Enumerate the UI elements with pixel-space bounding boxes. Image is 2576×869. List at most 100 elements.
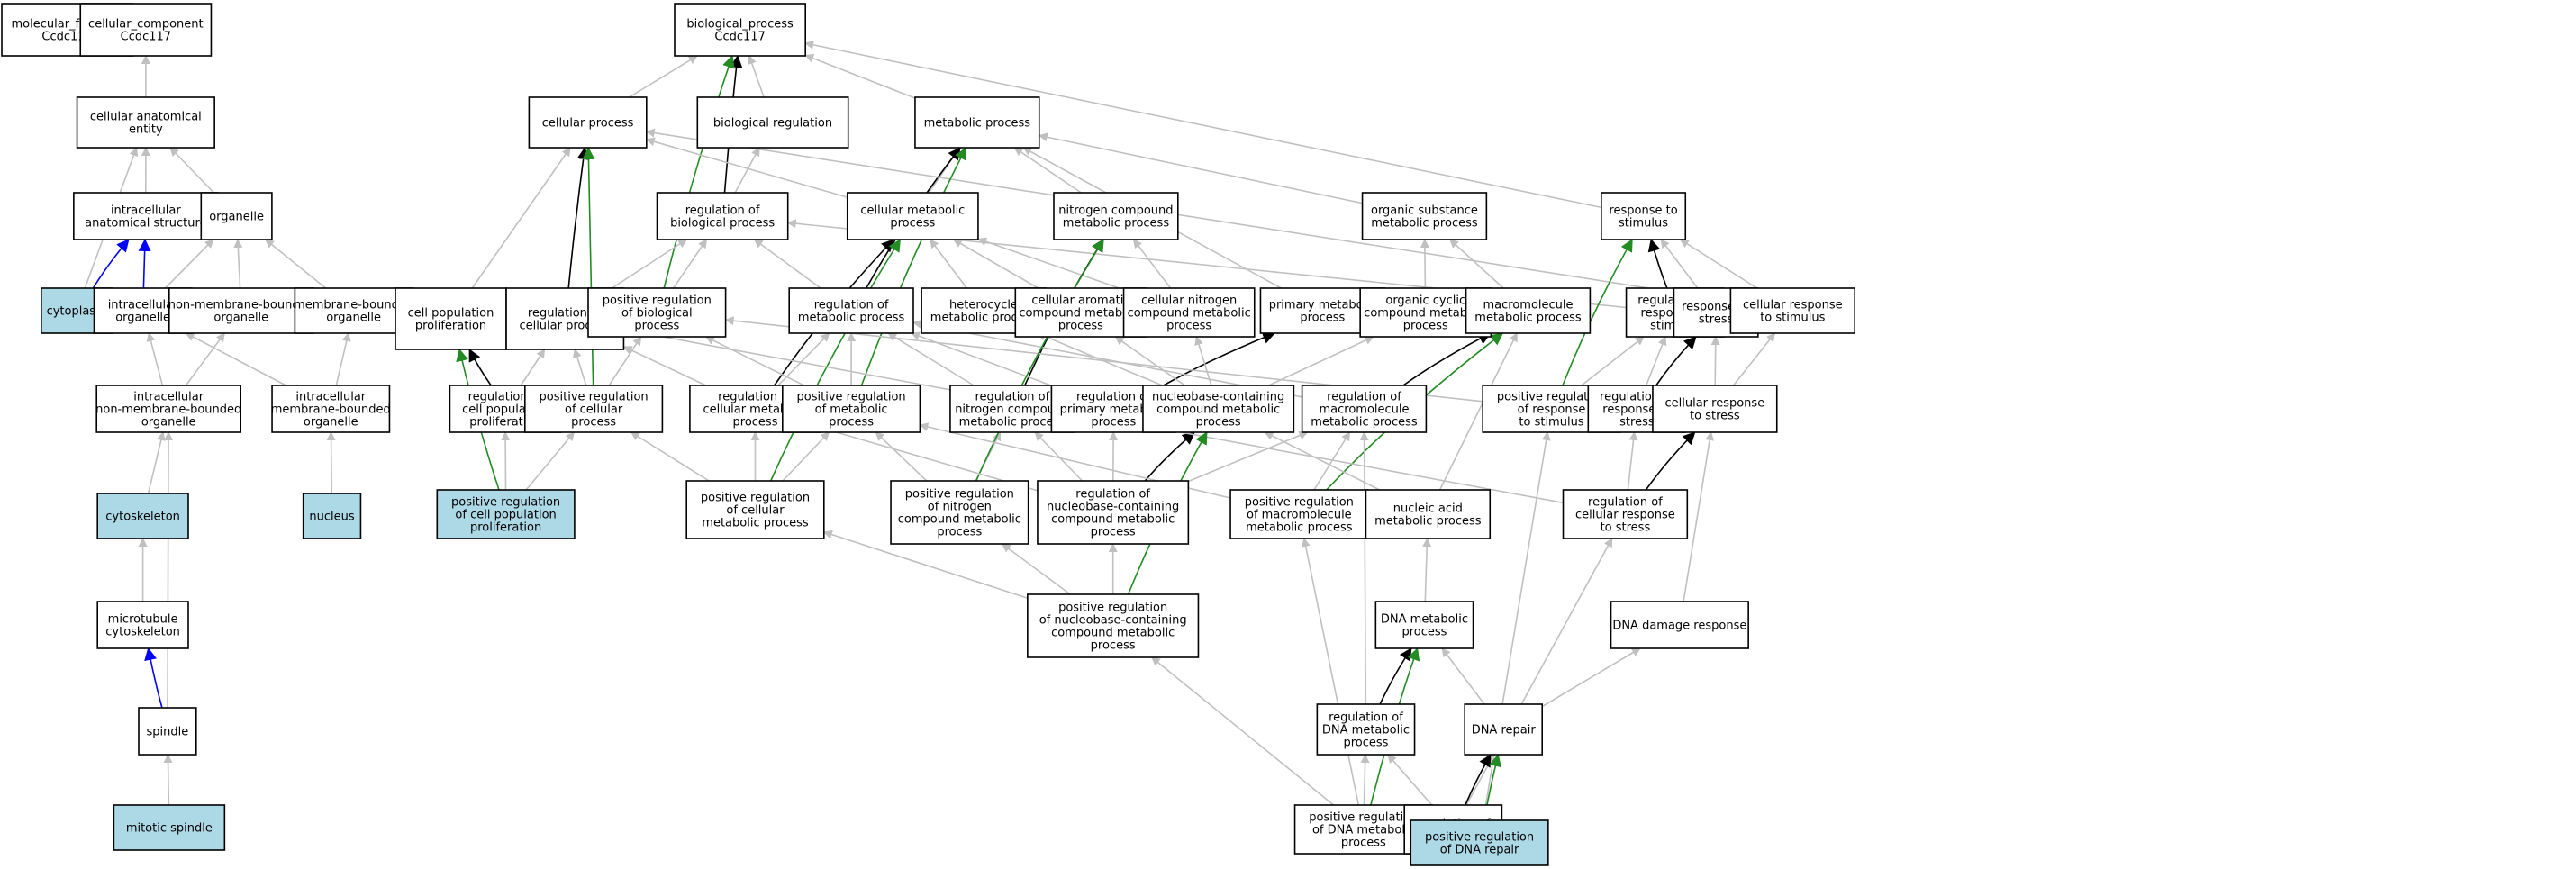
node-br: biological regulation (696, 96, 849, 149)
edge-part-of (144, 647, 163, 709)
node-box (1122, 287, 1256, 338)
node-label: positive regulation (540, 391, 649, 404)
edge-is-a (622, 346, 706, 386)
node-label: process (571, 416, 616, 430)
edge-is-a (1627, 431, 1638, 491)
edge-is-a (782, 431, 830, 482)
edge-is-a (1301, 538, 1360, 806)
node-box (1053, 192, 1179, 240)
edge-is-a (1359, 431, 1369, 705)
edge-is-a (645, 128, 1731, 302)
node-label: metabolic process (924, 117, 1031, 131)
edge-is-a (611, 239, 688, 289)
node-box (523, 385, 664, 433)
node-label: cell population (408, 307, 494, 321)
node-spindle: spindle (138, 707, 197, 756)
node-label: nucleobase-containing (1152, 391, 1284, 404)
edge-regulates (1465, 754, 1492, 806)
node-label: cellular response (1743, 299, 1843, 312)
edge-regulates (1645, 431, 1696, 491)
node-box (168, 287, 314, 334)
edge-regulates (1144, 431, 1195, 482)
node-label: of nitrogen (928, 501, 992, 514)
node-label: cellular anatomical (90, 111, 202, 124)
edge-is-a (525, 431, 576, 491)
node-label: process (634, 320, 679, 333)
node-label: biological_process (686, 18, 794, 32)
edge-is-a (1441, 647, 1485, 705)
node-label: regulation of (1075, 488, 1150, 502)
node-label: cytoskeleton (105, 626, 180, 639)
edge-regulates (1655, 336, 1697, 386)
edge-regulates (1647, 239, 1668, 289)
node-label: organic substance (1371, 204, 1478, 218)
node-label: of macromolecule (1247, 509, 1352, 522)
node-box (846, 192, 979, 240)
node-label: biological regulation (713, 117, 832, 131)
edge-is-a (520, 349, 546, 386)
node-label: intracellular (133, 391, 204, 404)
node-box (96, 601, 189, 649)
edge-is-a (147, 431, 166, 494)
node-label: cellular metabolic (703, 403, 808, 417)
edge-is-a (910, 331, 1052, 386)
node-box (395, 287, 507, 350)
node-label: process (1091, 639, 1136, 653)
edge-regulates (468, 349, 492, 386)
node-label: regulation of (975, 391, 1049, 404)
edge-is-a (1732, 332, 1776, 386)
node-label: of metabolic (815, 403, 888, 417)
node-box (96, 493, 189, 539)
node-label: heterocycle (949, 299, 1018, 312)
node-label: compound metabolic (1051, 513, 1175, 527)
edge-is-a (608, 336, 642, 386)
node-label: regulation of (1329, 711, 1403, 725)
node-label: metabolic process (1371, 217, 1478, 231)
node-label: positive regulation (905, 488, 1014, 502)
node-label: Ccdc117 (121, 31, 171, 44)
node-label: stress (1619, 416, 1655, 430)
node-label: positive regulation (1497, 391, 1606, 404)
node-label: cellular response (1575, 509, 1675, 522)
node-label: positive regulation (1245, 496, 1354, 510)
node-box (271, 385, 391, 433)
node-box (1652, 385, 1778, 433)
node-box (1374, 601, 1474, 649)
node-label: response to (1609, 204, 1677, 218)
edge-is-a (1482, 431, 1551, 821)
edge-is-a (1645, 336, 1667, 386)
edge-is-a (919, 422, 1231, 499)
node-layer: molecular_functionCcdc117cellular_compon… (1, 3, 1856, 866)
edge-is-a (1001, 543, 1071, 595)
node-org: organelle (200, 192, 273, 240)
node-box (1316, 703, 1416, 756)
node-label: process (1091, 526, 1136, 539)
node-label: proliferation (470, 521, 541, 535)
node-label: compound metabolic (1051, 627, 1175, 640)
node-label: cellular metabolic (860, 204, 965, 218)
node-label: compound metabolic (1019, 307, 1142, 321)
edge-is-a (804, 40, 1602, 209)
node-label: metabolic process (1246, 521, 1353, 535)
node-label: organelle (304, 416, 358, 430)
node-label: regulation of (468, 391, 543, 404)
edge-is-a (146, 332, 164, 386)
edge-regulates (1402, 332, 1492, 386)
node-label: metabolic process (798, 312, 905, 325)
edge-positively-regulates (860, 147, 967, 386)
edge-is-a (804, 54, 916, 99)
node-label: non-membrane-bounded (95, 403, 241, 417)
node-label: intracellular (111, 204, 181, 218)
edge-is-a (777, 332, 830, 386)
node-label: process (1403, 320, 1448, 333)
edge-is-a (645, 137, 848, 198)
node-box (1610, 601, 1749, 649)
